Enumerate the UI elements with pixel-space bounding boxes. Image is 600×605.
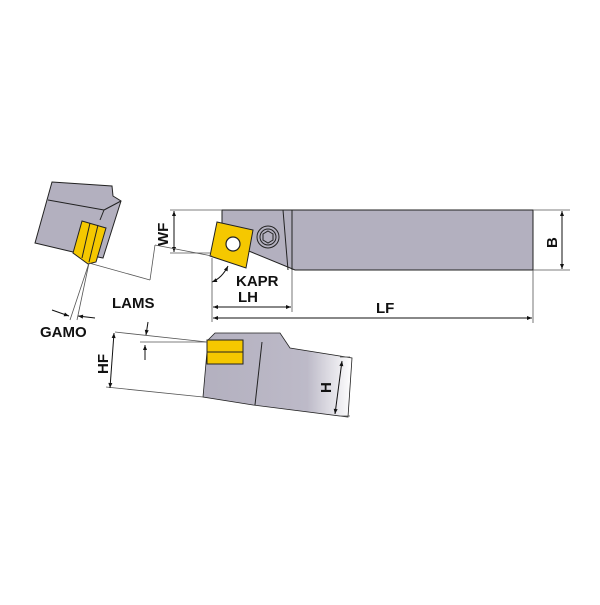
label-lh: LH [238, 289, 258, 306]
label-lf: LF [376, 300, 394, 317]
label-b: B [544, 237, 561, 248]
label-hf: HF [95, 354, 112, 374]
label-wf: WF [155, 223, 172, 246]
clamp-screw-icon [256, 225, 280, 249]
label-gamo: GAMO [40, 324, 87, 341]
label-h: H [318, 382, 335, 393]
insert-top [209, 221, 254, 269]
side-view: LAMS HF H [95, 295, 353, 418]
shank-body [221, 209, 534, 271]
label-kapr: KAPR [236, 273, 279, 290]
top-view: WF KAPR LH LF B [154, 209, 570, 323]
insert-side [206, 339, 244, 365]
label-lams: LAMS [112, 295, 155, 312]
front-detail-view: GAMO [34, 181, 156, 341]
